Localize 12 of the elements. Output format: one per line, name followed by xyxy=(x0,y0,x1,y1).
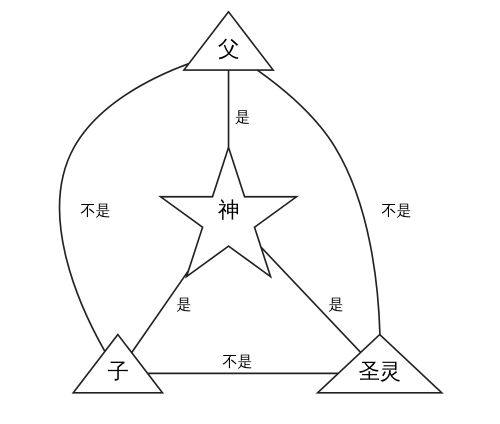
connector xyxy=(260,246,361,353)
edge-label: 是 xyxy=(328,295,344,314)
connector xyxy=(130,270,189,353)
connector xyxy=(58,62,188,352)
connector xyxy=(147,372,338,374)
connector xyxy=(256,69,380,335)
edge-label: 不是 xyxy=(222,352,252,370)
edge-label: 不是 xyxy=(380,202,411,220)
edge-label: 是 xyxy=(234,108,250,126)
connector xyxy=(227,70,229,148)
edge-label: 不是 xyxy=(80,202,110,220)
edge-label: 是 xyxy=(176,295,192,314)
